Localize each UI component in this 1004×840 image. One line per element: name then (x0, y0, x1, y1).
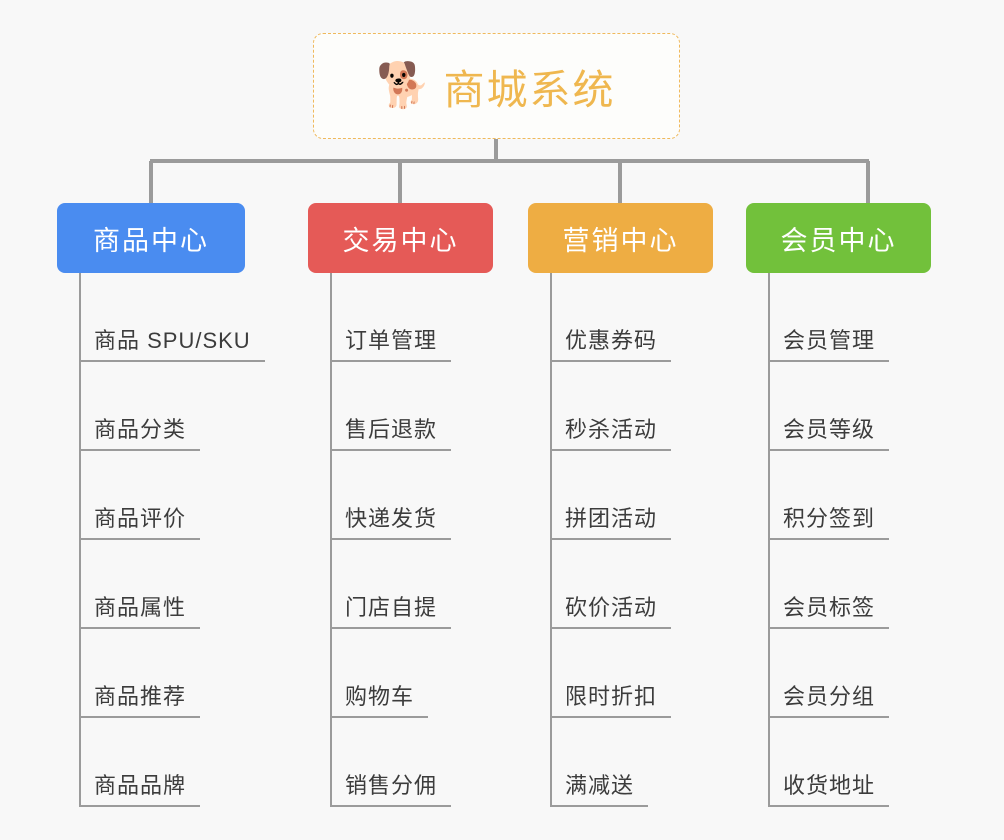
leaf-item[interactable]: 拼团活动 (528, 451, 713, 540)
leaf-label: 订单管理 (345, 328, 438, 353)
leaf-label: 积分签到 (783, 506, 876, 531)
leaf-item[interactable]: 快递发货 (308, 451, 493, 540)
trunk-line-2 (550, 273, 552, 807)
root-node[interactable]: 🐕 商城系统 (313, 33, 680, 139)
leaf-label: 商品品牌 (94, 773, 187, 798)
leaf-item[interactable]: 会员标签 (746, 540, 931, 629)
branch-header-2[interactable]: 营销中心 (528, 203, 713, 273)
leaf-item[interactable]: 砍价活动 (528, 540, 713, 629)
leaf-label: 商品推荐 (94, 684, 187, 709)
trunk-line-3 (768, 273, 770, 807)
leaf-item[interactable]: 满减送 (528, 718, 713, 807)
trunk-line-1 (330, 273, 332, 807)
branch-header-0[interactable]: 商品中心 (57, 203, 245, 273)
leaf-item[interactable]: 商品属性 (57, 540, 245, 629)
leaf-label: 收货地址 (783, 773, 876, 798)
leaf-label: 拼团活动 (565, 506, 658, 531)
trunk-line-0 (79, 273, 81, 807)
shiba-dog-icon: 🐕 (376, 61, 431, 110)
leaf-list-2: 优惠券码 秒杀活动 拼团活动 砍价活动 限时折扣 满减送 (528, 273, 713, 807)
leaf-item[interactable]: 积分签到 (746, 451, 931, 540)
leaf-label: 售后退款 (345, 417, 438, 442)
leaf-label: 砍价活动 (565, 595, 658, 620)
leaf-label: 会员等级 (783, 417, 876, 442)
branch-column-3: 会员中心 会员管理 会员等级 积分签到 会员标签 会员分组 收货地址 (746, 203, 931, 807)
page-title: 商城系统 (443, 67, 616, 113)
branch-header-label-2: 营销中心 (562, 225, 679, 256)
branch-header-label-1: 交易中心 (342, 225, 459, 256)
leaf-item[interactable]: 商品 SPU/SKU (57, 273, 265, 362)
leaf-item[interactable]: 购物车 (308, 629, 493, 718)
leaf-item[interactable]: 商品分类 (57, 362, 245, 451)
leaf-item[interactable]: 商品推荐 (57, 629, 245, 718)
leaf-item[interactable]: 订单管理 (308, 273, 493, 362)
leaf-item[interactable]: 门店自提 (308, 540, 493, 629)
leaf-item[interactable]: 收货地址 (746, 718, 931, 807)
leaf-list-1: 订单管理 售后退款 快递发货 门店自提 购物车 销售分佣 (308, 273, 493, 807)
leaf-label: 优惠券码 (565, 328, 658, 353)
leaf-list-0: 商品 SPU/SKU 商品分类 商品评价 商品属性 商品推荐 商品品牌 (57, 273, 265, 807)
leaf-label: 商品属性 (94, 595, 187, 620)
leaf-label: 商品 SPU/SKU (94, 328, 251, 353)
leaf-item[interactable]: 限时折扣 (528, 629, 713, 718)
leaf-label: 销售分佣 (345, 773, 438, 798)
leaf-item[interactable]: 会员等级 (746, 362, 931, 451)
leaf-label: 快递发货 (345, 506, 438, 531)
leaf-label: 商品分类 (94, 417, 187, 442)
branch-header-label-3: 会员中心 (780, 225, 897, 256)
branch-column-2: 营销中心 优惠券码 秒杀活动 拼团活动 砍价活动 限时折扣 满减送 (528, 203, 713, 807)
leaf-label: 会员分组 (783, 684, 876, 709)
leaf-label: 会员标签 (783, 595, 876, 620)
leaf-item[interactable]: 优惠券码 (528, 273, 713, 362)
leaf-item[interactable]: 秒杀活动 (528, 362, 713, 451)
branch-column-0: 商品中心 商品 SPU/SKU 商品分类 商品评价 商品属性 商品推荐 商品品牌 (57, 203, 265, 807)
leaf-item[interactable]: 会员分组 (746, 629, 931, 718)
leaf-label: 秒杀活动 (565, 417, 658, 442)
leaf-label: 商品评价 (94, 506, 187, 531)
leaf-item[interactable]: 商品评价 (57, 451, 245, 540)
branch-header-label-0: 商品中心 (93, 225, 209, 256)
leaf-label: 会员管理 (783, 328, 876, 353)
branch-header-3[interactable]: 会员中心 (746, 203, 931, 273)
leaf-label: 门店自提 (345, 595, 438, 620)
leaf-list-3: 会员管理 会员等级 积分签到 会员标签 会员分组 收货地址 (746, 273, 931, 807)
leaf-item[interactable]: 销售分佣 (308, 718, 493, 807)
leaf-item[interactable]: 会员管理 (746, 273, 931, 362)
leaf-label: 购物车 (345, 684, 415, 709)
leaf-label: 限时折扣 (565, 684, 658, 709)
leaf-item[interactable]: 售后退款 (308, 362, 493, 451)
leaf-label: 满减送 (565, 773, 635, 798)
branch-header-1[interactable]: 交易中心 (308, 203, 493, 273)
branch-column-1: 交易中心 订单管理 售后退款 快递发货 门店自提 购物车 销售分佣 (308, 203, 493, 807)
leaf-item[interactable]: 商品品牌 (57, 718, 245, 807)
